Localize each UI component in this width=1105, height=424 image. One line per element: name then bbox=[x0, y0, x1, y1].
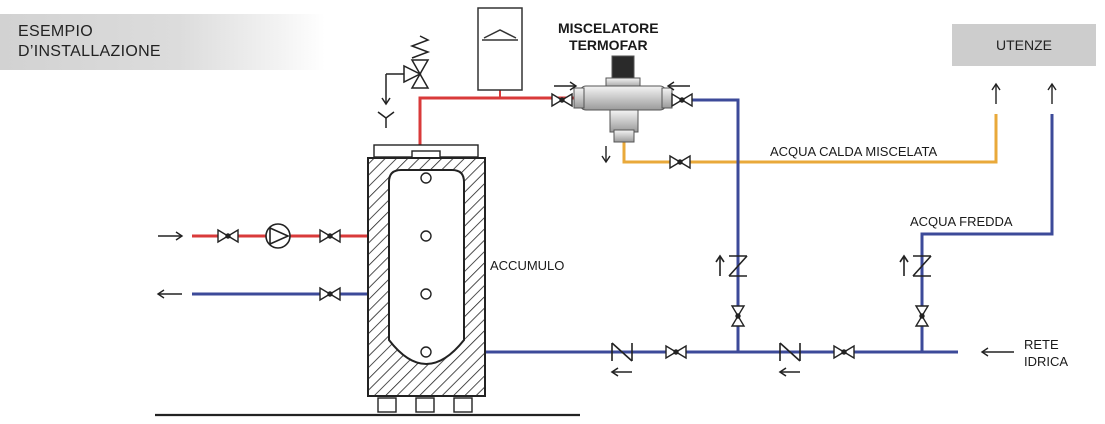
arrow-utenze-hot-icon bbox=[991, 82, 1001, 104]
diagram-title: ESEMPIO D’INSTALLAZIONE bbox=[18, 22, 161, 62]
cold-to-mixer-pipe bbox=[690, 98, 740, 352]
valve-mains-1-icon bbox=[665, 344, 687, 360]
check-valve-vertical-2-icon bbox=[899, 254, 932, 277]
valve-hot-inlet-2-icon bbox=[319, 228, 341, 244]
hot-mixed-label: ACQUA CALDA MISCELATA bbox=[770, 144, 938, 159]
safety-valve-icon bbox=[377, 35, 431, 128]
flow-arrows bbox=[156, 81, 1057, 357]
check-valve-mains-2-icon bbox=[778, 342, 801, 377]
check-valve-mains-1-icon bbox=[610, 342, 633, 377]
mixed-hot-pipe bbox=[622, 114, 998, 164]
arrow-mixer-cold-icon bbox=[666, 81, 690, 91]
cold-to-users-pipe bbox=[920, 114, 1054, 352]
mixer-label: MISCELATORE TERMOFAR bbox=[558, 20, 659, 54]
storage-label: ACCUMULO bbox=[490, 258, 565, 273]
mixer-label-line-1: MISCELATORE bbox=[558, 20, 659, 36]
mixer-valve-icon bbox=[573, 55, 673, 143]
arrow-hot-inlet-icon bbox=[158, 231, 184, 241]
check-valve-icons bbox=[610, 254, 932, 377]
valve-return-icon bbox=[319, 286, 341, 302]
valve-mixed-outlet-icon bbox=[669, 154, 691, 170]
expansion-vessel-icon bbox=[477, 7, 523, 91]
mains-label: RETE IDRICA bbox=[1024, 336, 1068, 370]
cold-water-label: ACQUA FREDDA bbox=[910, 214, 1013, 229]
valve-vertical-2-icon bbox=[914, 305, 930, 327]
storage-tank bbox=[155, 144, 580, 417]
pump-icon bbox=[265, 223, 291, 249]
gate-valve-icons bbox=[217, 92, 930, 360]
mixed-pipe bbox=[622, 114, 998, 164]
mixer-label-line-2: TERMOFAR bbox=[569, 37, 648, 53]
mains-label-line-2: IDRICA bbox=[1024, 354, 1069, 369]
arrow-mixer-out-icon bbox=[601, 146, 611, 164]
valve-mains-2-icon bbox=[833, 344, 855, 360]
arrow-utenze-cold-icon bbox=[1047, 82, 1057, 104]
valve-mixer-cold-icon bbox=[671, 92, 693, 108]
valve-hot-inlet-1-icon bbox=[217, 228, 239, 244]
utenze-box: UTENZE bbox=[952, 24, 1096, 66]
utenze-label: UTENZE bbox=[996, 37, 1052, 53]
check-valve-vertical-1-icon bbox=[715, 254, 748, 277]
title-line-2: D’INSTALLAZIONE bbox=[18, 43, 161, 60]
arrow-mains-icon bbox=[980, 347, 1014, 357]
mains-label-line-1: RETE bbox=[1024, 337, 1059, 352]
title-banner bbox=[0, 14, 325, 70]
hot-supply-pipe bbox=[418, 96, 578, 152]
valve-mixer-hot-icon bbox=[551, 92, 573, 108]
arrow-return-icon bbox=[156, 289, 182, 299]
valve-vertical-1-icon bbox=[730, 305, 746, 327]
title-line-1: ESEMPIO bbox=[18, 23, 94, 40]
arrow-mixer-hot-icon bbox=[554, 81, 578, 91]
